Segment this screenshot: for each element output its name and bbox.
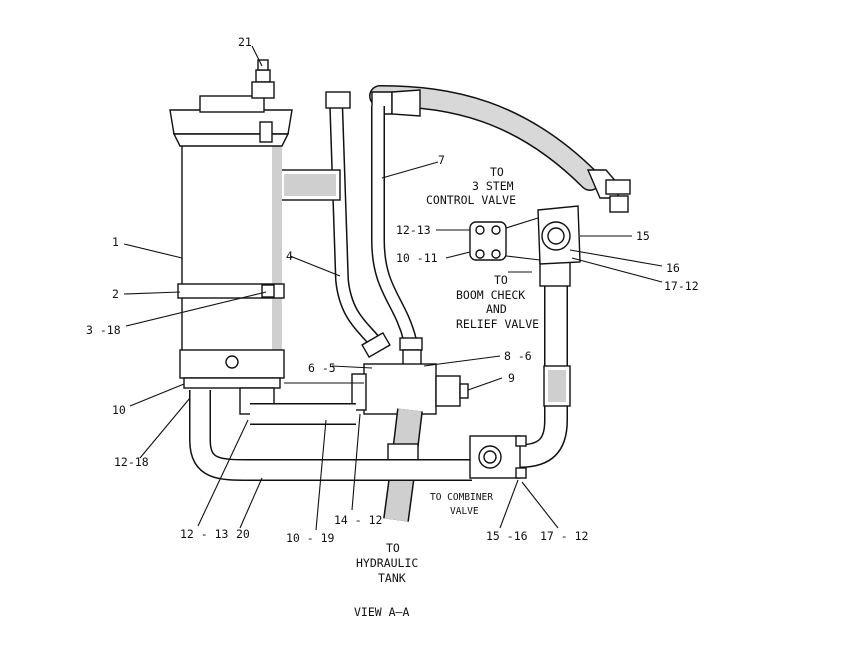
callout-10-19: 10 - 19 (286, 531, 335, 545)
note-combiner-line2: VALVE (450, 506, 479, 517)
note-tank-line1: TO (386, 541, 400, 555)
control-valve-hose (369, 85, 631, 213)
view-label: VIEW A—A (354, 605, 409, 619)
callout-15: 15 (636, 229, 650, 243)
tube-7 (371, 106, 423, 367)
note-boom-line2: BOOM CHECK (456, 288, 525, 302)
callout-2: 2 (112, 287, 119, 301)
tube-4 (325, 91, 391, 359)
callout-15-16: 15 -16 (486, 529, 528, 543)
note-boom-line1: TO (494, 273, 508, 287)
leader-lines (123, 45, 663, 531)
callout-1: 1 (112, 235, 119, 249)
callout-7: 7 (438, 153, 445, 167)
callout-6-5: 6 -5 (308, 361, 336, 375)
callout-20: 20 (236, 527, 250, 541)
note-stem-line3: CONTROL VALVE (426, 193, 516, 207)
callout-16: 16 (666, 261, 680, 275)
note-combiner-line1: TO COMBINER (430, 492, 493, 503)
combiner-riser (519, 259, 571, 468)
callout-17-12-bottom: 17 - 12 (540, 529, 588, 543)
callout-14-12: 14 - 12 (334, 513, 382, 527)
destination-notes: TO 3 STEM CONTROL VALVE TO BOOM CHECK AN… (356, 165, 539, 585)
filter-canister (169, 95, 293, 415)
callout-3-18: 3 -18 (86, 323, 121, 337)
note-stem-line1: TO (490, 165, 504, 179)
callout-4: 4 (286, 249, 293, 263)
note-tank-line3: TANK (378, 571, 406, 585)
part-callouts: 21 1 2 3 -18 4 7 12-13 10 -11 15 16 17-1… (86, 35, 699, 545)
callout-10-11: 10 -11 (396, 251, 438, 265)
note-stem-line2: 3 STEM (472, 179, 514, 193)
callout-21: 21 (238, 35, 252, 49)
breather-valve (251, 59, 275, 99)
callout-8-6: 8 -6 (504, 349, 532, 363)
note-tank-line2: HYDRAULIC (356, 556, 418, 570)
lower-return-tube (189, 382, 472, 481)
callout-12-13-top: 12-13 (396, 223, 431, 237)
manifold-block (351, 363, 469, 415)
callout-17-12-top: 17-12 (664, 279, 699, 293)
callout-12-18: 12-18 (114, 455, 149, 469)
combiner-flange (469, 435, 527, 479)
boom-check-flange (469, 205, 581, 265)
callout-9: 9 (508, 371, 515, 385)
callout-12-13-bottom: 12 - 13 (180, 527, 229, 541)
note-boom-line3: AND (486, 302, 507, 316)
callout-10: 10 (112, 403, 126, 417)
canister-outlet-pipe (279, 169, 341, 201)
note-boom-line4: RELIEF VALVE (456, 317, 539, 331)
